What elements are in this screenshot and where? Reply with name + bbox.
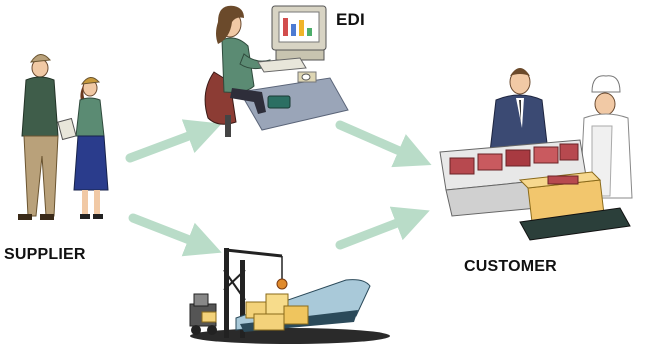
supplier-workers-icon [18, 54, 109, 220]
arrow-supplier-to-port [128, 213, 222, 257]
arrow-edi-to-customer [335, 120, 432, 168]
woman-at-computer-icon [204, 5, 349, 137]
edi-label: EDI [336, 10, 365, 29]
butcher-counter-icon [439, 68, 633, 241]
arrow-supplier-to-edi [125, 119, 222, 163]
flow-arrows [125, 119, 432, 257]
customer-label: CUSTOMER [464, 258, 557, 275]
arrow-port-to-customer [335, 206, 430, 250]
supplier-label: SUPPLIER [4, 246, 86, 263]
cargo-ship-port-icon [189, 248, 390, 344]
